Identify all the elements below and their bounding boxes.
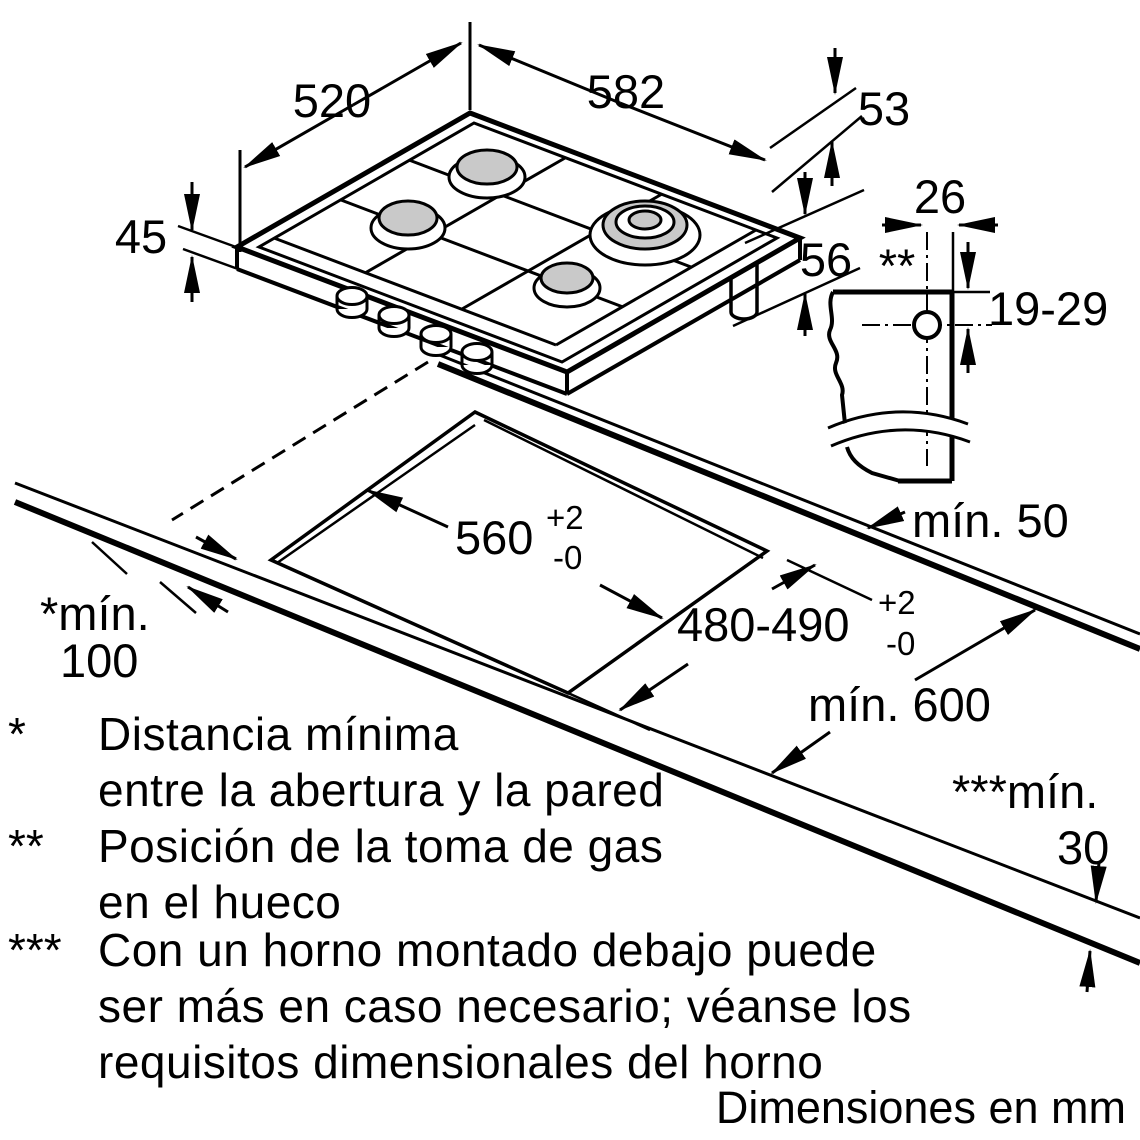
gas-connection-profile xyxy=(827,217,998,484)
knob-4 xyxy=(460,342,494,375)
label-min-30-prefix: ***mín. xyxy=(952,765,1098,818)
cutout-edge-extension xyxy=(567,691,651,732)
gas-inlet-hole xyxy=(912,310,942,340)
dim-min50-ext xyxy=(786,558,873,602)
ext-right-a xyxy=(769,86,857,150)
worktop-front-bottom-edge xyxy=(13,499,1140,966)
dim-560-arrow-left xyxy=(365,488,449,529)
label-26: 26 xyxy=(914,170,966,223)
burner-left-cap xyxy=(377,199,439,237)
label-480-490: 480-490 xyxy=(677,598,850,651)
dim-min50-arrow xyxy=(866,506,906,530)
label-480-tol-minus: -0 xyxy=(886,625,915,662)
dim-min30-arrow-down xyxy=(1090,861,1107,904)
knob-3 xyxy=(419,324,453,357)
dim-520-line-b xyxy=(352,41,463,107)
hob-top-surface xyxy=(231,110,806,375)
ext-right-d xyxy=(732,266,861,328)
burner-wok-center xyxy=(627,209,663,231)
label-53: 53 xyxy=(858,82,910,135)
label-gas-position-marker: ** xyxy=(879,239,916,292)
dim-min600-arrow-right xyxy=(914,608,1037,682)
knob-1 xyxy=(335,286,369,319)
label-min-100-prefix: *mín. xyxy=(40,587,150,640)
dim-480-arrow-down xyxy=(618,662,689,712)
profile-left-freehand-edge xyxy=(827,291,847,425)
hob-bottom-right-edge xyxy=(566,258,801,396)
worktop-drawing xyxy=(13,350,1140,966)
burner-front-cap xyxy=(539,261,595,295)
hob-dimension-lines xyxy=(177,22,865,336)
label-19-29: 19-29 xyxy=(988,282,1108,335)
label-min-600: mín. 600 xyxy=(808,678,991,731)
label-480-tol-plus: +2 xyxy=(878,584,916,621)
worktop-rear-bottom-edge xyxy=(436,361,1140,652)
dimension-labels: 520 582 53 45 56 26 ** 19-29 mín. 50 560… xyxy=(40,65,1109,874)
burner-rear-cap xyxy=(455,148,519,186)
dim-min100-tick2 xyxy=(159,581,197,614)
control-knobs xyxy=(335,286,494,375)
dim-min100-arrow-b xyxy=(186,585,229,614)
dim-min100-arrow-a xyxy=(195,534,238,561)
projection-dashed-line xyxy=(171,360,429,522)
label-520: 520 xyxy=(293,74,371,127)
ext-right-c xyxy=(744,188,865,245)
worktop-dimension-lines xyxy=(91,488,1107,993)
label-56: 56 xyxy=(800,233,852,286)
cutout-inner-face-right xyxy=(483,418,764,560)
dim-min100-tick1 xyxy=(91,541,128,575)
ext-left-e xyxy=(177,224,248,253)
dim-min600-arrow-left xyxy=(770,730,831,775)
label-min-30-value: 30 xyxy=(1057,821,1109,874)
burners xyxy=(369,148,702,309)
profile-break-arc-bottom xyxy=(830,428,971,448)
label-min-100-value: 100 xyxy=(60,634,138,687)
hob-inner-frame xyxy=(255,121,781,364)
dim-480-arrow-up xyxy=(771,563,817,591)
label-45: 45 xyxy=(115,210,167,263)
profile-break-mask xyxy=(827,413,972,444)
label-560: 560 xyxy=(455,511,533,564)
dim-560-arrow-right xyxy=(599,583,664,620)
dim-min30-arrow-up xyxy=(1079,949,1096,993)
label-560-tol-minus: -0 xyxy=(553,539,582,576)
profile-lower-left-edge xyxy=(845,446,901,483)
ext-left-f xyxy=(182,247,250,275)
label-560-tol-plus: +2 xyxy=(546,499,584,536)
label-582: 582 xyxy=(587,65,665,118)
knob-2 xyxy=(377,305,411,338)
worktop-rear-top-edge xyxy=(431,350,1140,636)
label-min-50: mín. 50 xyxy=(912,494,1069,547)
hob-drawing xyxy=(231,110,806,396)
profile-break-arc-top xyxy=(827,410,969,430)
dim-582-line-b xyxy=(619,101,767,162)
ext-right-b xyxy=(771,115,863,193)
dim-582-line-a xyxy=(477,43,621,105)
dim-520-line-a xyxy=(243,103,354,169)
